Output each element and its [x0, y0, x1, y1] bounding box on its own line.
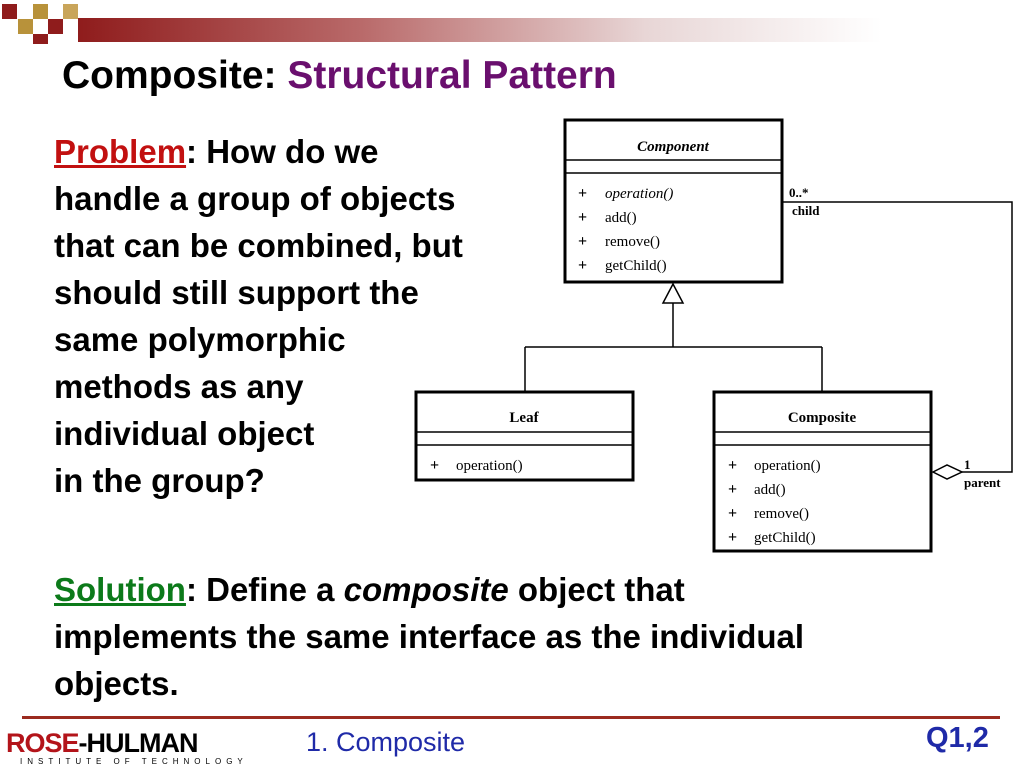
component-class: Component + + + + operation() add() remo…: [563, 118, 784, 284]
visibility-plus: +: [728, 529, 737, 546]
composite-method: add(): [754, 482, 786, 498]
composite-method: getChild(): [754, 530, 816, 546]
visibility-plus: +: [430, 457, 439, 474]
problem-line: in the group?: [54, 462, 265, 499]
problem-line: same polymorphic: [54, 321, 346, 358]
parent-role: parent: [964, 475, 1001, 490]
logo-subtitle: INSTITUTE OF TECHNOLOGY: [20, 757, 248, 766]
decor-square: [33, 34, 48, 44]
header-decoration: [0, 0, 1024, 44]
composite-method: remove(): [754, 506, 809, 522]
leaf-method: operation(): [456, 458, 523, 474]
visibility-plus: +: [728, 505, 737, 522]
solution-line: objects.: [54, 665, 179, 702]
slide-reference: Q1,2: [926, 722, 989, 754]
logo-wordmark: ROSE-HULMAN: [6, 728, 199, 758]
visibility-plus: +: [578, 185, 587, 202]
header-gradient-bar: [78, 18, 1024, 42]
solution-text: object that: [508, 571, 685, 608]
inheritance-connector: [524, 282, 823, 392]
logo-rose: ROSE: [6, 728, 80, 758]
slide-title: Composite: Structural Pattern: [62, 54, 617, 98]
child-multiplicity: 0..*: [789, 185, 809, 200]
decor-square: [63, 4, 78, 19]
decor-square: [33, 4, 48, 19]
decor-square: [18, 19, 33, 34]
component-method: add(): [605, 210, 637, 226]
problem-keyword: Problem: [54, 133, 187, 170]
solution-line: implements the same interface as the ind…: [54, 618, 805, 655]
leaf-name: Leaf: [509, 410, 539, 426]
logo-hulman: -HULMAN: [78, 728, 199, 758]
problem-line: should still support the: [54, 274, 419, 311]
aggregation-connector: 0..* child 1 parent: [782, 185, 1013, 490]
problem-line: Problem: How do we: [54, 128, 554, 175]
problem-line: methods as any: [54, 368, 304, 405]
visibility-plus: +: [578, 209, 587, 226]
problem-line: that can be combined, but: [54, 227, 463, 264]
visibility-plus: +: [728, 457, 737, 474]
problem-line: handle a group of objects: [54, 180, 456, 217]
component-name: Component: [637, 139, 710, 155]
component-method: operation(): [605, 186, 673, 202]
decor-square: [48, 19, 63, 34]
component-method: remove(): [605, 234, 660, 250]
composite-class: Composite + + + + operation() add() remo…: [712, 390, 933, 553]
solution-keyword: Solution: [54, 571, 186, 608]
rose-hulman-logo: ROSE-HULMAN INSTITUTE OF TECHNOLOGY: [6, 728, 243, 768]
footer-divider: [22, 716, 1000, 719]
inheritance-arrowhead: [661, 282, 685, 304]
visibility-plus: +: [728, 481, 737, 498]
title-accent: Structural Pattern: [287, 54, 617, 97]
footer-topic: 1. Composite: [306, 727, 466, 757]
parent-multiplicity: 1: [964, 457, 971, 472]
composite-method: operation(): [754, 458, 821, 474]
problem-line: individual object: [54, 415, 315, 452]
title-prefix: Composite:: [62, 54, 288, 97]
visibility-plus: +: [578, 257, 587, 274]
decor-square: [2, 4, 17, 19]
solution-emphasis: composite: [343, 571, 509, 608]
child-role: child: [792, 203, 820, 218]
solution-line: Solution: Define a composite object that: [54, 566, 994, 613]
visibility-plus: +: [578, 233, 587, 250]
component-method: getChild(): [605, 258, 667, 274]
aggregation-diamond: [931, 464, 964, 480]
problem-text: : How do we: [186, 133, 379, 170]
composite-name: Composite: [788, 410, 857, 426]
solution-statement: Solution: Define a composite object that…: [54, 566, 994, 707]
solution-text: : Define a: [185, 571, 344, 608]
problem-statement: Problem: How do we handle a group of obj…: [54, 128, 554, 504]
leaf-class: Leaf + operation(): [414, 390, 635, 482]
